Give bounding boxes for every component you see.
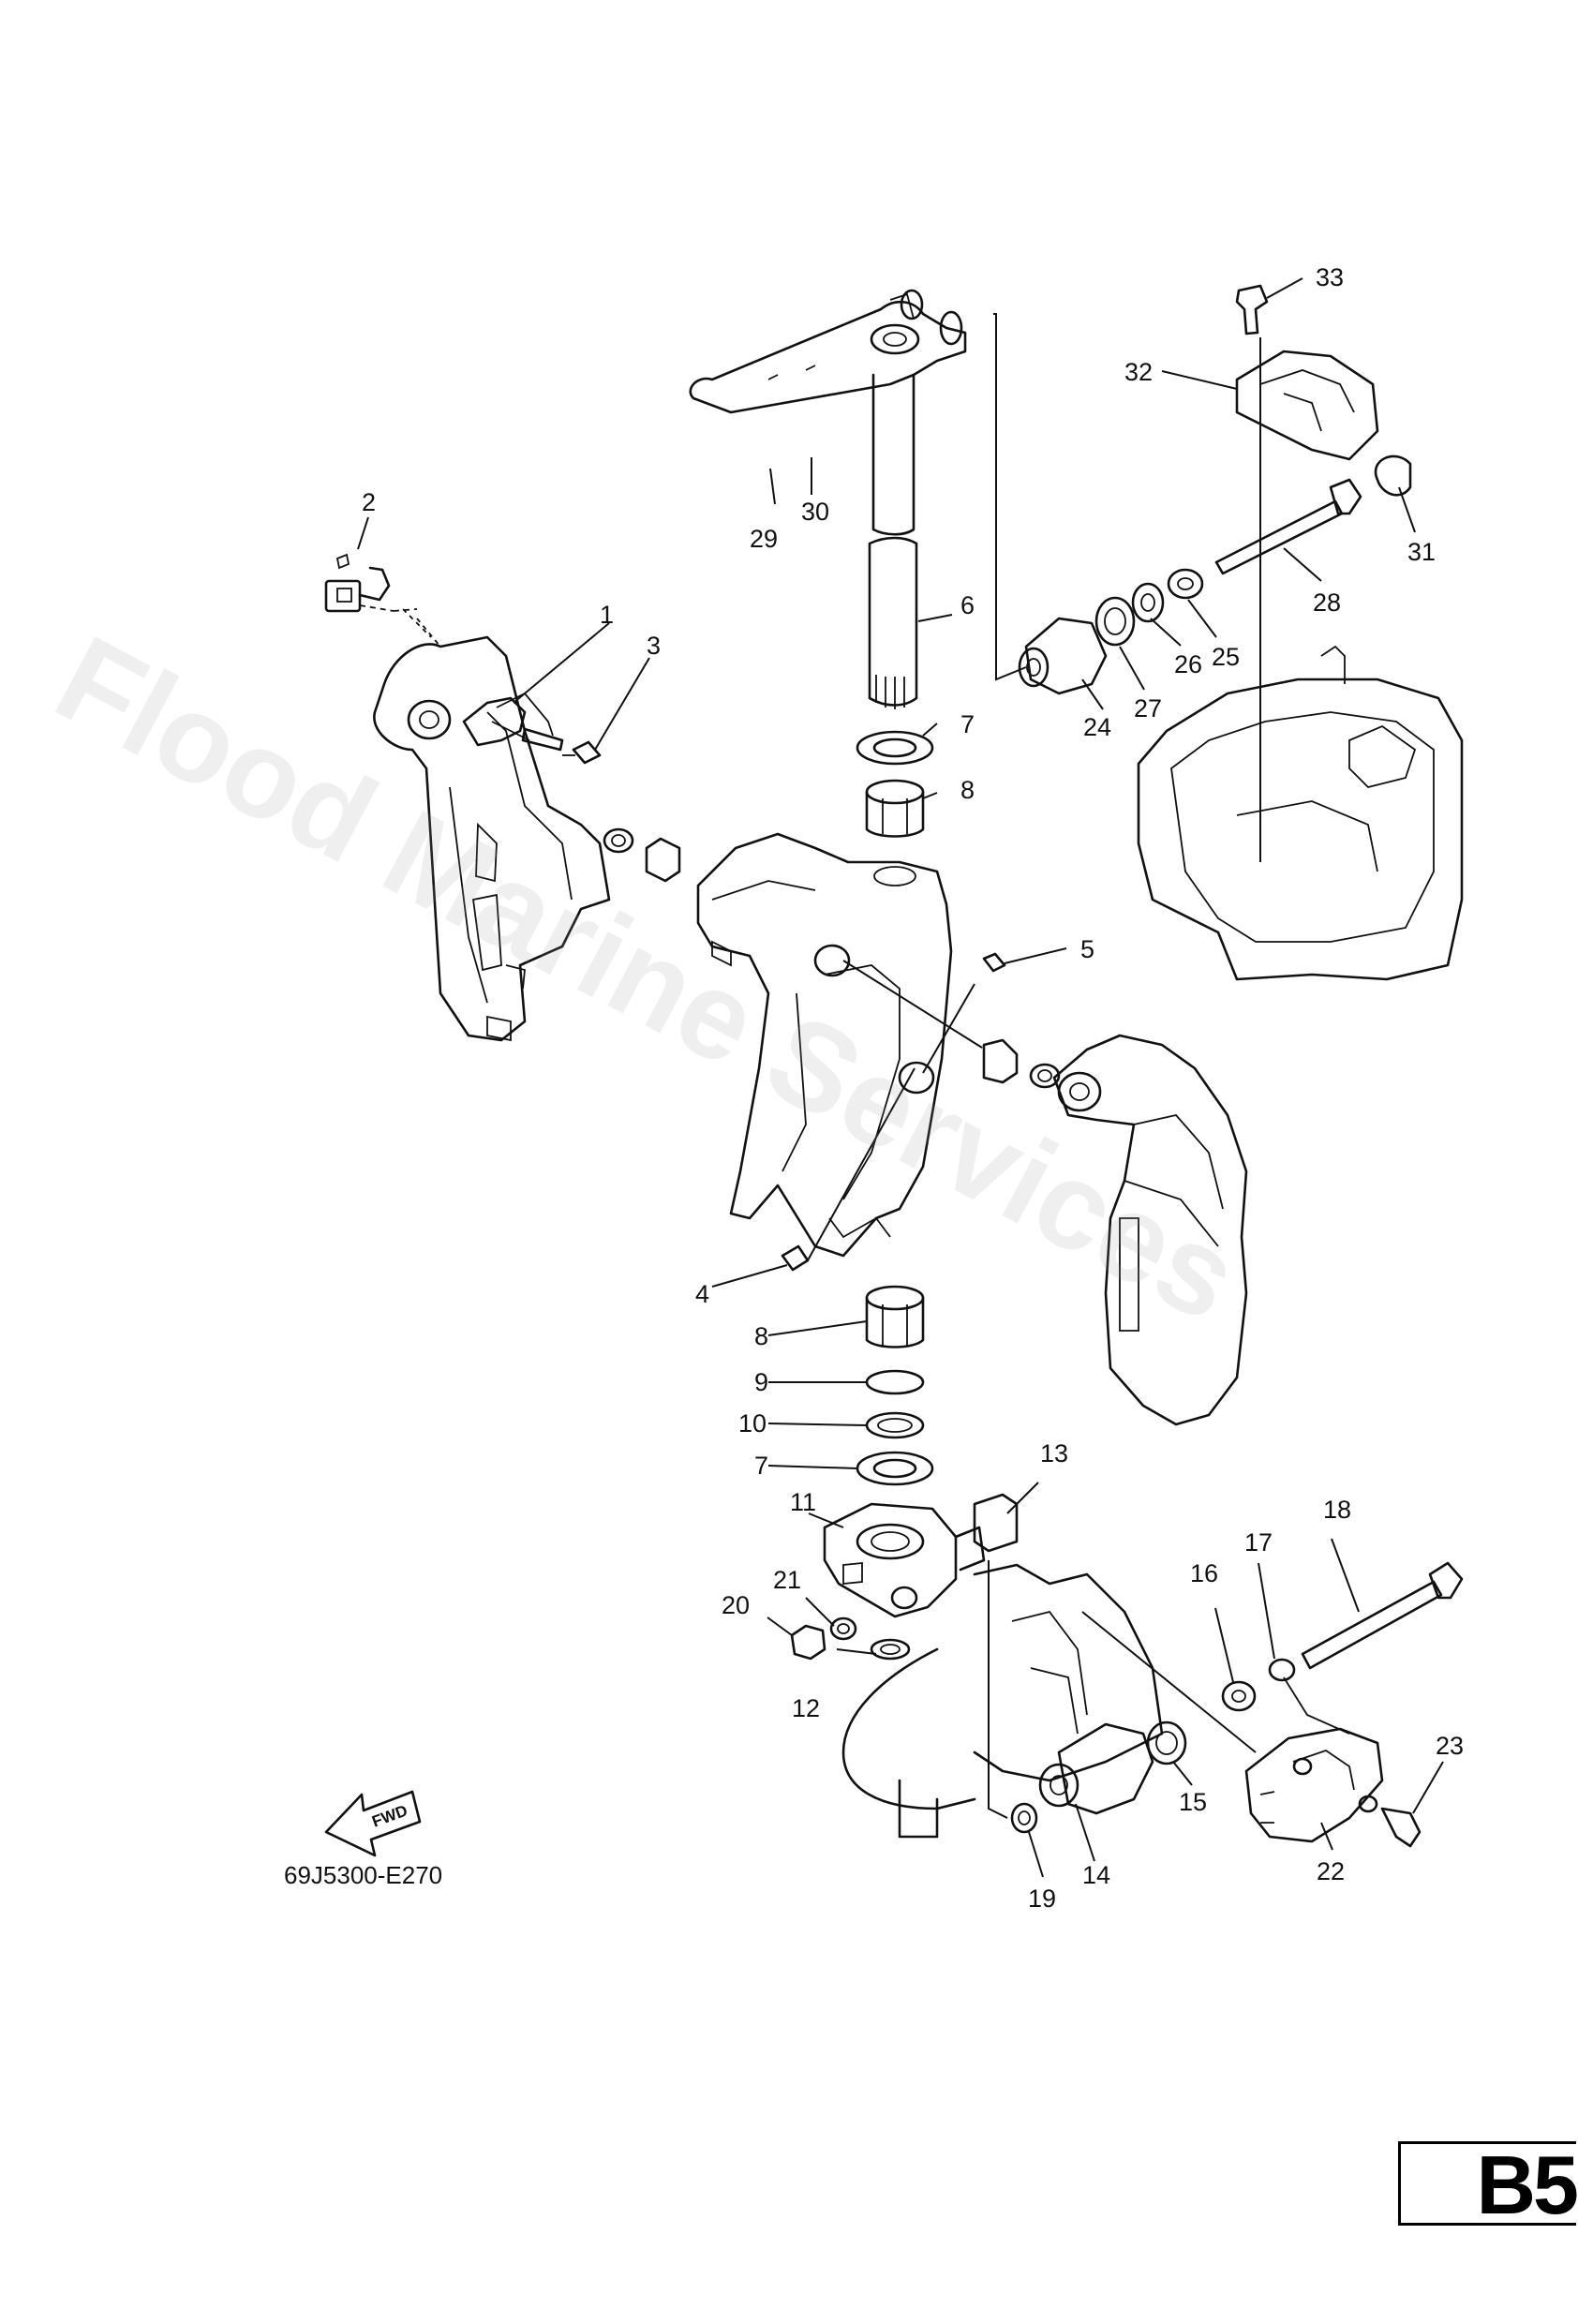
callout-labels: 1 2 3 4 5 6 7 8 8 9 10 7 11 13 20 21 12 … <box>362 263 1464 1913</box>
left-clamp-bracket <box>373 635 611 1042</box>
washer-7-upper <box>856 730 934 766</box>
callout-12: 12 <box>792 1694 820 1722</box>
callout-7a: 7 <box>960 710 975 738</box>
callout-28: 28 <box>1313 588 1341 617</box>
circlip-12 <box>870 1638 911 1661</box>
o-ring-9 <box>865 1369 925 1395</box>
bushing-8-upper <box>865 779 925 838</box>
washer-25 <box>1167 568 1204 600</box>
callout-8a: 8 <box>960 776 975 804</box>
diagram-code: 69J5300-E270 <box>284 1861 442 1889</box>
callout-30: 30 <box>801 498 829 526</box>
washer-7-lower <box>856 1451 934 1486</box>
nut-20 <box>790 1624 826 1661</box>
washer-10 <box>865 1411 925 1439</box>
washer-19 <box>1010 1802 1038 1834</box>
steering-arm <box>689 289 967 414</box>
callout-27: 27 <box>1134 694 1162 723</box>
callout-6: 6 <box>960 591 975 619</box>
grease-fitting-13 <box>973 1493 1019 1553</box>
washer-15 <box>1146 1721 1187 1765</box>
fwd-arrow-icon: FWD <box>324 1790 422 1857</box>
lever-assembly <box>462 692 564 752</box>
leader-lines <box>357 277 1444 1878</box>
rubber-mount-24 <box>1018 617 1108 695</box>
rubber-mount-14 <box>1038 1722 1154 1815</box>
callout-32: 32 <box>1124 358 1153 386</box>
washer-23 <box>1358 1795 1378 1813</box>
bolt-18 <box>1301 1561 1464 1670</box>
callout-17: 17 <box>1244 1528 1273 1557</box>
callout-11: 11 <box>790 1488 816 1516</box>
callout-21: 21 <box>773 1566 801 1594</box>
callout-29: 29 <box>750 525 778 553</box>
callout-25: 25 <box>1212 643 1240 671</box>
page-code: B5 <box>1476 2138 1578 2231</box>
callout-4: 4 <box>695 1280 709 1308</box>
switch-harness <box>324 553 441 648</box>
callout-26: 26 <box>1174 650 1202 678</box>
callout-22: 22 <box>1317 1857 1345 1885</box>
callout-24: 24 <box>1083 713 1111 741</box>
callout-33: 33 <box>1316 263 1344 291</box>
bolt-28 <box>1214 478 1362 575</box>
callout-2: 2 <box>362 488 376 516</box>
steering-shaft <box>868 373 918 709</box>
collar-right <box>982 1038 1061 1089</box>
swivel-bracket <box>696 832 953 1258</box>
bracket-22 <box>1244 1676 1384 1843</box>
right-clamp-bracket <box>1052 1034 1248 1426</box>
washer-27 <box>1094 596 1136 647</box>
washer-17 <box>1268 1658 1296 1682</box>
bushing-8-lower <box>865 1285 925 1348</box>
cap-31 <box>1374 454 1412 497</box>
bolt-33 <box>1235 284 1269 335</box>
callout-7b: 7 <box>754 1452 768 1480</box>
callout-5: 5 <box>1080 935 1094 963</box>
callout-15: 15 <box>1179 1788 1207 1816</box>
collar-left <box>603 827 681 883</box>
callout-31: 31 <box>1407 538 1436 566</box>
washer-21 <box>829 1616 857 1641</box>
callout-14: 14 <box>1082 1861 1110 1889</box>
page-code-box: B5 <box>1398 2138 1578 2231</box>
watermark: Flood Marine Services <box>36 609 1259 1348</box>
callout-19: 19 <box>1028 1885 1056 1913</box>
steering-yoke-11 <box>823 1502 986 1618</box>
lower-casing <box>841 1563 1164 1839</box>
callout-8b: 8 <box>754 1322 768 1350</box>
screw-3 <box>562 740 602 765</box>
callout-18: 18 <box>1323 1496 1351 1524</box>
mount-cover-32 <box>1235 350 1379 461</box>
callout-10: 10 <box>738 1409 767 1438</box>
washer-26 <box>1131 582 1165 623</box>
callout-13: 13 <box>1040 1439 1068 1467</box>
washer-16 <box>1221 1680 1257 1712</box>
callout-20: 20 <box>722 1591 750 1619</box>
callout-16: 16 <box>1190 1559 1218 1587</box>
callout-3: 3 <box>647 632 661 660</box>
engine-base-casing <box>1137 645 1464 981</box>
bolt-23 <box>1380 1807 1422 1848</box>
callout-9: 9 <box>754 1368 768 1396</box>
callout-23: 23 <box>1436 1732 1464 1760</box>
grease-nipple-5 <box>982 952 1006 973</box>
callout-1: 1 <box>600 601 614 629</box>
